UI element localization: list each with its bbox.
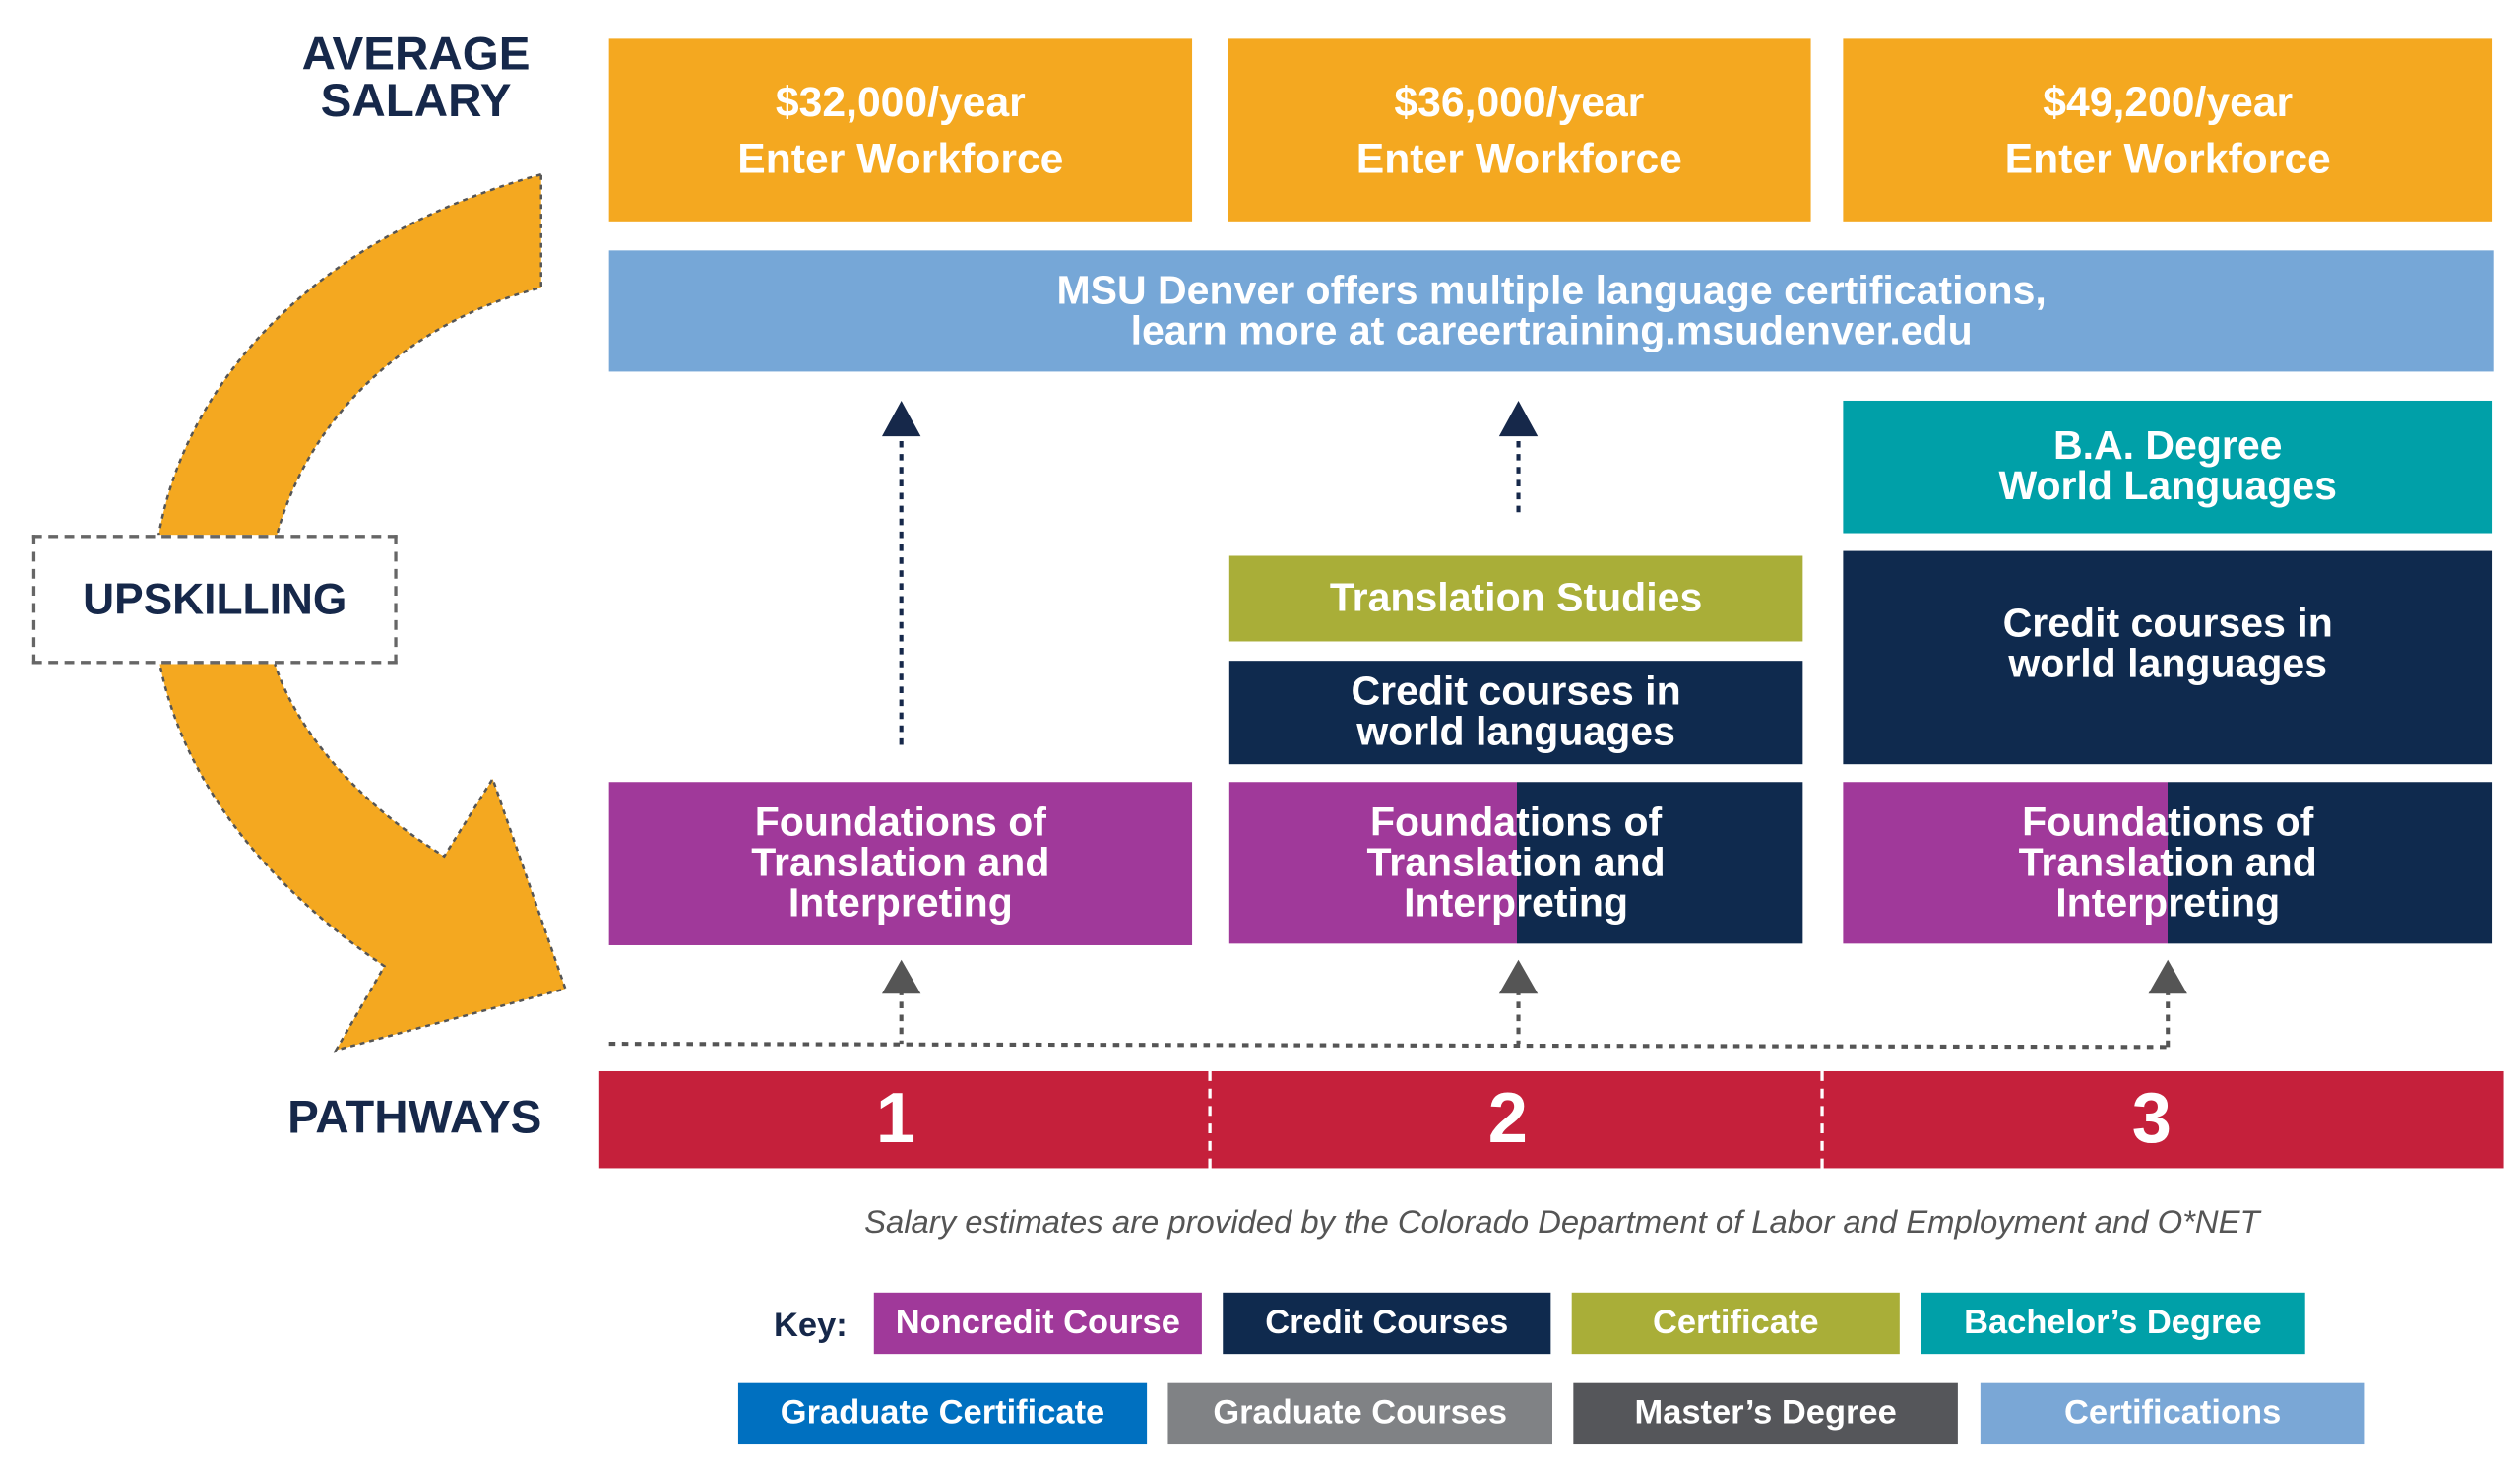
upskilling-curved-arrow-icon <box>152 172 567 1053</box>
key-certificate: Certificate <box>1571 1292 1900 1355</box>
pathways-label: PATHWAYS <box>287 1092 542 1144</box>
pathway-2[interactable]: 2 <box>1212 1070 1824 1169</box>
connector-arrows <box>608 400 2187 1050</box>
key-masters: Master’s Degree <box>1573 1382 1958 1445</box>
key-noncredit: Noncredit Course <box>873 1292 1202 1355</box>
pathway-arrows-icon <box>608 959 2187 1050</box>
average-salary-heading: AVERAGE SALARY <box>301 29 531 128</box>
certifications-banner: MSU Denver offers multiple language cert… <box>608 250 2494 372</box>
pathways-bar: 1 2 3 <box>598 1070 2504 1169</box>
translation-studies-box: Translation Studies <box>1228 555 1803 642</box>
upskilling-label: UPSKILLING <box>32 535 398 665</box>
key-label: Key: <box>774 1307 848 1345</box>
footnote: Salary estimates are provided by the Col… <box>864 1205 2260 1242</box>
key-bachelors: Bachelor’s Degree <box>1921 1292 2305 1355</box>
key-graduate-certificate: Graduate Certificate <box>737 1382 1148 1445</box>
key-certifications: Certifications <box>1980 1382 2365 1445</box>
pathway-3[interactable]: 3 <box>2131 1079 2172 1159</box>
key-credit: Credit Courses <box>1223 1292 1551 1355</box>
pathway-1[interactable]: 1 <box>599 1070 1212 1169</box>
key-graduate-courses: Graduate Courses <box>1167 1382 1553 1445</box>
